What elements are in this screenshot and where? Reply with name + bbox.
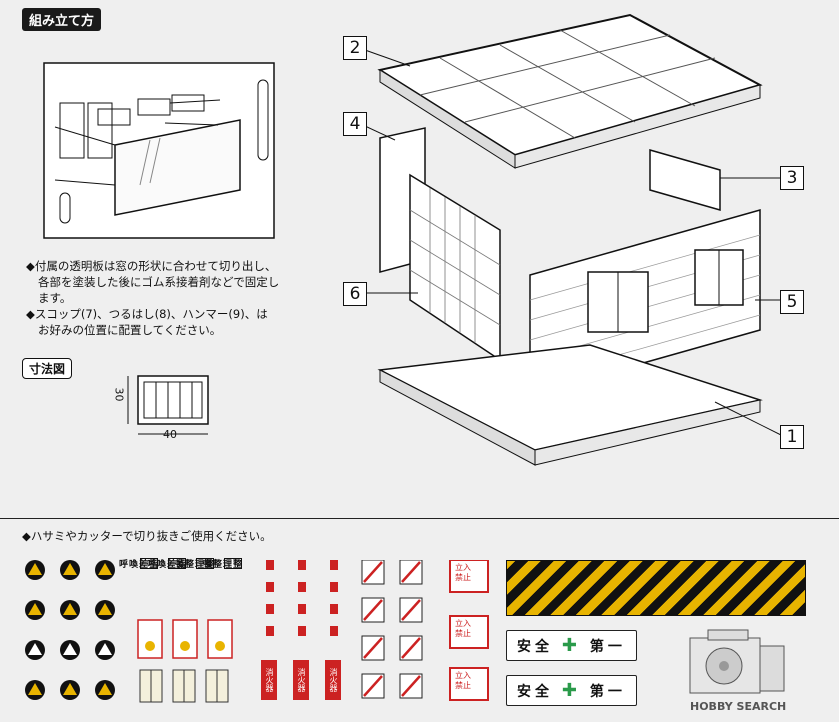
part-label-1: 1	[780, 425, 804, 449]
hazard-stripe-sticker	[506, 560, 806, 616]
dimension-diagram	[127, 375, 209, 435]
tag-tidy: 整理整頓	[201, 558, 242, 569]
note-line: お好みの位置に配置してください。	[38, 323, 222, 337]
warning-symbol-stickers	[25, 560, 115, 700]
tag-pointing-call: 指差喚呼	[145, 558, 186, 569]
dimension-width: 40	[163, 428, 177, 441]
part-label-4: 4	[343, 112, 367, 136]
section-divider	[0, 518, 839, 519]
fire-label: 消火器	[329, 668, 338, 692]
dimension-height: 30	[112, 387, 126, 402]
window-panel-diagram	[43, 62, 275, 239]
no-entry-sign: 立入禁止	[455, 619, 471, 638]
part-label-2: 2	[343, 36, 367, 60]
safety-first-sticker: 安全 ✚ 第一	[506, 630, 637, 661]
note-line: ◆付属の透明板は窓の形状に合わせて切り出し、	[26, 259, 277, 273]
prohibition-sign-stickers	[361, 560, 489, 701]
tag-tidy: 整理整頓	[173, 558, 214, 569]
poster-stickers	[137, 619, 233, 703]
part-label-5: 5	[780, 290, 804, 314]
fire-extinguisher-stickers	[261, 560, 341, 700]
assembly-header: 組み立て方	[22, 8, 102, 31]
fire-label: 消火器	[297, 668, 306, 692]
assembly-notes: ◆付属の透明板は窓の形状に合わせて切り出し、 各部を塗装した後にゴム系接着剤など…	[26, 258, 316, 338]
cutout-note: ◆ハサミやカッターで切り抜きご使用ください。	[22, 529, 272, 543]
no-entry-sign: 立入禁止	[455, 563, 471, 582]
note-line: ます。	[38, 291, 72, 305]
safety-first-sticker: 安全 ✚ 第一	[506, 675, 637, 706]
no-entry-sign: 立入禁止	[455, 671, 471, 690]
fire-label: 消火器	[265, 668, 274, 692]
watermark: HOBBY SEARCH	[690, 700, 787, 713]
green-cross-icon: ✚	[561, 635, 581, 656]
air-conditioner-unit	[689, 629, 785, 694]
part-label-6: 6	[343, 282, 367, 306]
exploded-building-diagram	[364, 13, 786, 466]
note-line: ◆スコップ(7)、つるはし(8)、ハンマー(9)、は	[26, 307, 268, 321]
note-line: 各部を塗装した後にゴム系接着剤などで固定し	[38, 275, 280, 289]
tag-pointing-call: 指差喚呼	[117, 558, 158, 569]
green-cross-icon: ✚	[561, 680, 581, 701]
part-label-3: 3	[780, 166, 804, 190]
dimension-header: 寸法図	[22, 358, 73, 379]
